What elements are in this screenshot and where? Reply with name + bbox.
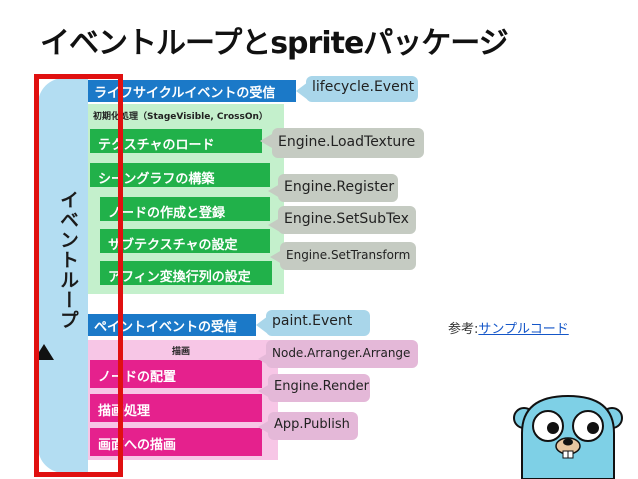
tag-publish: App.Publish [268, 412, 358, 440]
render-pointer [258, 384, 270, 398]
reference: 参考:サンプルコード [448, 318, 569, 337]
init-step-subtexture: サブテクスチャの設定 [100, 229, 270, 253]
lifecycle-tag: lifecycle.Event [306, 76, 418, 102]
event-loop-arc [38, 78, 88, 473]
register-pointer [268, 184, 280, 198]
page-title: イベントループとspriteパッケージ [40, 26, 509, 61]
subtex-pointer [268, 218, 280, 232]
init-step-affine: アフィン変換行列の設定 [100, 261, 272, 285]
tag-arrange: Node.Arranger.Arrange [266, 340, 418, 368]
paint-tag-pointer [256, 316, 268, 334]
load-texture-pointer [260, 134, 272, 148]
reference-prefix: 参考: [448, 322, 479, 337]
transform-pointer [270, 250, 282, 264]
paint-header: ペイントイベントの受信 [88, 314, 256, 336]
paint-tag: paint.Event [266, 310, 370, 336]
gopher-icon [513, 394, 623, 479]
publish-pointer [258, 420, 270, 434]
lifecycle-header: ライフサイクルイベントの受信 [88, 80, 296, 102]
draw-group-label: 描画 [172, 347, 191, 357]
tag-set-transform: Engine.SetTransform [280, 242, 416, 270]
init-step-create-node: ノードの作成と登録 [100, 197, 270, 221]
event-loop-label: イベントループ [57, 190, 79, 330]
highlight-frame [34, 74, 123, 477]
init-group-label: 初期化処理（StageVisible, CrossOn） [93, 112, 268, 122]
loop-arrow-up-icon [34, 344, 54, 360]
tag-render: Engine.Render [268, 374, 370, 402]
tag-set-subtex: Engine.SetSubTex [278, 206, 416, 234]
sample-code-link[interactable]: サンプルコード [478, 322, 569, 337]
tag-load-texture: Engine.LoadTexture [272, 128, 424, 158]
lifecycle-tag-pointer [296, 82, 308, 100]
tag-register: Engine.Register [278, 174, 398, 202]
